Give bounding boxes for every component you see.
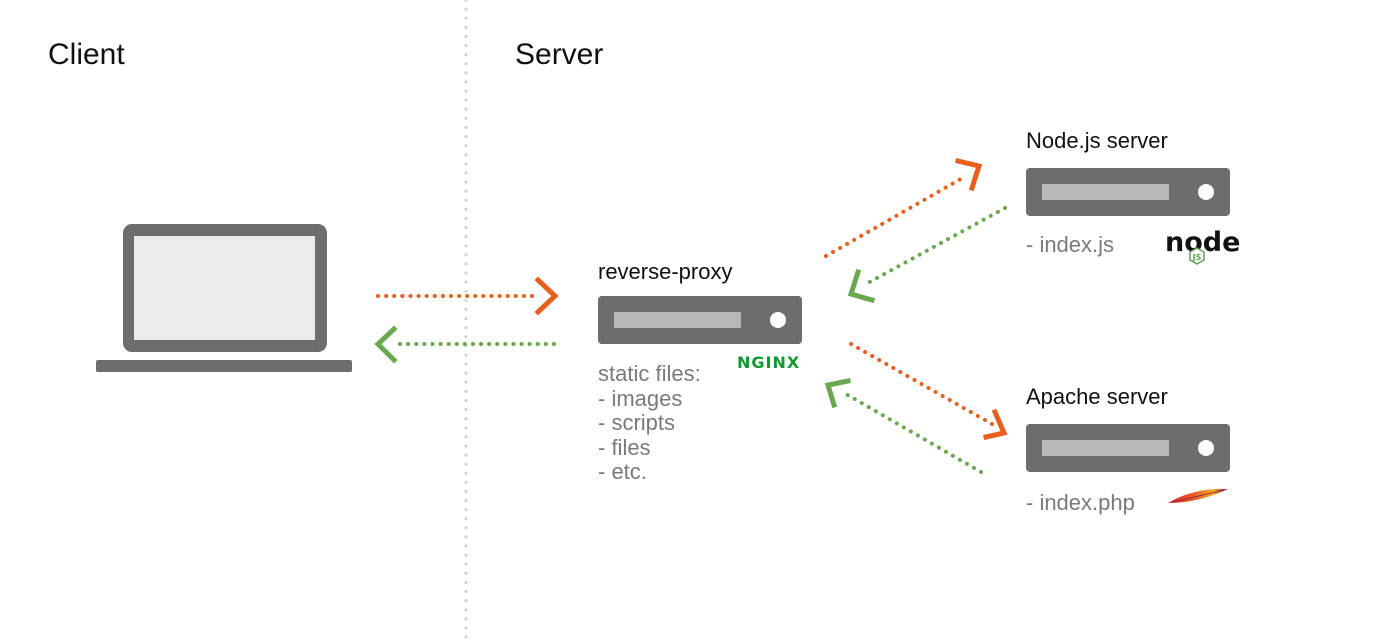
client-section-title: Client [48, 38, 125, 71]
proxy-note: - etc. [598, 459, 647, 484]
proxy-static-files-list: static files: - images - scripts - files… [598, 361, 701, 485]
node-server-icon [1026, 168, 1230, 216]
nginx-logo: NGINX [737, 353, 800, 372]
response-arrow-apache-to-proxy [824, 378, 983, 474]
request-arrow-proxy-to-apache [849, 342, 1008, 440]
apache-server-icon [1026, 424, 1230, 472]
apache-server-file: - index.php [1026, 490, 1135, 515]
proxy-note: - scripts [598, 410, 675, 435]
proxy-note: static files: [598, 361, 701, 386]
node-server-title: Node.js server [1026, 128, 1168, 153]
response-arrow-node-to-proxy [847, 206, 1007, 304]
nodejs-logo-badge: JS [1192, 253, 1202, 262]
server-section-title: Server [515, 38, 604, 71]
proxy-server-icon [598, 296, 802, 344]
request-arrow-client-to-proxy [376, 276, 559, 316]
proxy-note: - files [598, 434, 651, 460]
apache-feather-logo [1168, 488, 1228, 503]
proxy-note: - images [598, 385, 683, 411]
node-server-file: - index.js [1026, 232, 1115, 257]
apache-server-title: Apache server [1026, 384, 1168, 409]
laptop-icon [96, 224, 352, 372]
response-arrow-proxy-to-client [374, 325, 558, 364]
proxy-title: reverse-proxy [598, 259, 733, 284]
request-arrow-proxy-to-node [824, 157, 983, 258]
nodejs-logo: node JS [1165, 227, 1240, 265]
